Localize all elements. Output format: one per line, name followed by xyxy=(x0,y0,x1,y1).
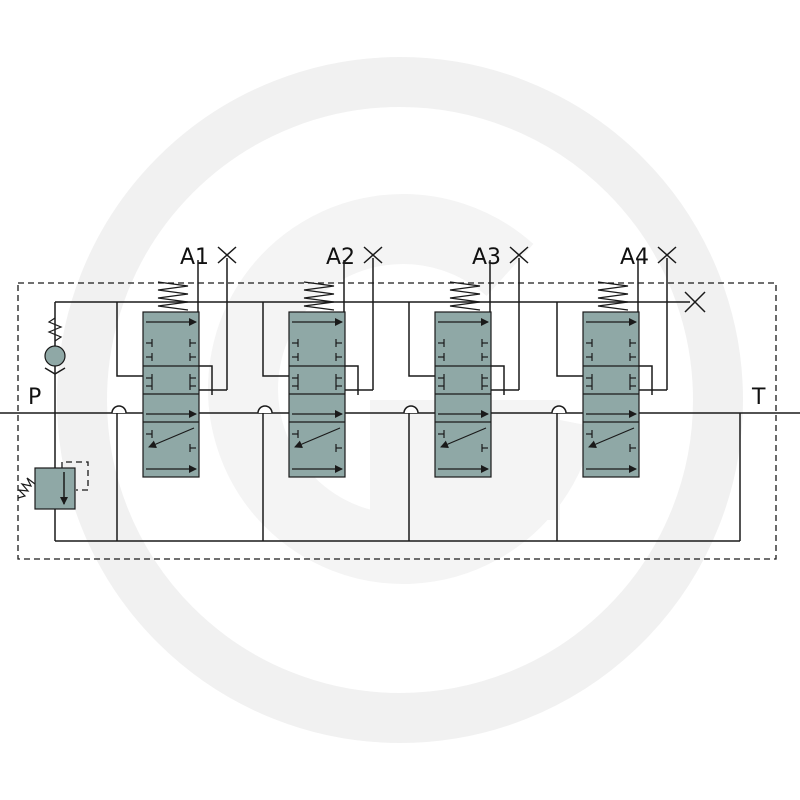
work-port-connect xyxy=(199,365,213,395)
blocked-ports-icon xyxy=(438,339,488,452)
line-crossover-icon xyxy=(111,405,127,414)
line-crossover-icon xyxy=(551,405,567,414)
flow-arrow-icon xyxy=(588,427,635,448)
blocked-ports-icon xyxy=(292,339,342,452)
section-label-a2: A2 xyxy=(326,245,355,270)
port-plug-icon xyxy=(363,246,383,264)
bypass-loop xyxy=(408,302,435,377)
section-label-a3: A3 xyxy=(472,245,501,270)
flow-arrow-icon xyxy=(294,427,341,448)
port-p-label: P xyxy=(28,385,41,410)
spring-icon xyxy=(303,281,335,311)
spring-icon xyxy=(449,281,481,311)
valve-section-3: A3 xyxy=(403,245,529,541)
section-label-a1: A1 xyxy=(180,245,209,270)
work-port-connect xyxy=(345,365,359,395)
port-plug-icon xyxy=(217,246,237,264)
bypass-loop xyxy=(116,302,143,377)
block-boundary xyxy=(17,282,777,560)
section-label-a4: A4 xyxy=(620,245,649,270)
control-plug-icon xyxy=(684,291,706,313)
work-port-connect xyxy=(491,365,505,395)
port-plug-icon xyxy=(657,246,677,264)
relief-valve-icon xyxy=(17,461,89,510)
work-port-connect xyxy=(639,365,653,395)
line-crossover-icon xyxy=(403,405,419,414)
valve-section-2: A2 xyxy=(257,245,383,541)
line-crossover-icon xyxy=(257,405,273,414)
blocked-ports-icon xyxy=(586,339,636,452)
flow-arrow-icon xyxy=(148,427,195,448)
check-valve-icon xyxy=(44,317,66,375)
watermark-logo xyxy=(57,57,743,743)
bypass-loop xyxy=(262,302,289,377)
bypass-loop xyxy=(556,302,583,377)
flow-arrow-icon xyxy=(440,427,487,448)
valve-section-1: A1 xyxy=(111,245,237,541)
spring-icon xyxy=(597,281,629,311)
spring-icon xyxy=(157,281,189,311)
blocked-ports-icon xyxy=(146,339,196,452)
port-plug-icon xyxy=(509,246,529,264)
valve-section-4: A4 xyxy=(551,245,677,541)
port-t-label: T xyxy=(751,385,766,410)
